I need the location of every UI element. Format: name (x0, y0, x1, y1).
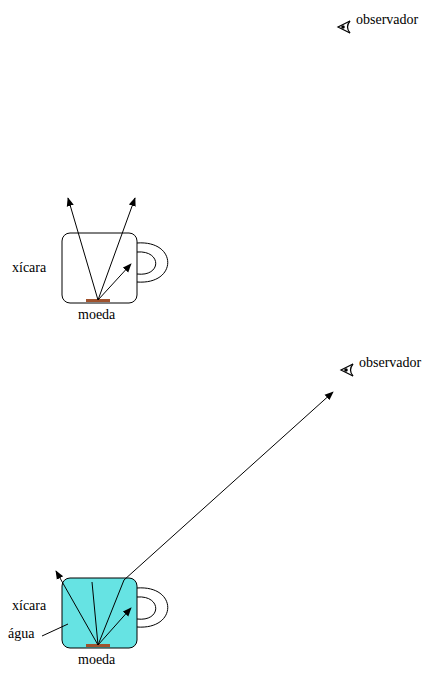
light-rays (56, 392, 333, 645)
eye-icon (338, 21, 350, 33)
cup-label: xícara (12, 260, 46, 276)
coin-label: moeda (78, 307, 115, 323)
water-label: água (8, 626, 34, 642)
cup (62, 233, 168, 303)
light-rays (68, 198, 135, 300)
coin-label: moeda (78, 652, 115, 668)
cup-with-water (62, 578, 168, 648)
observer-label: observador (356, 12, 418, 28)
eye-icon (341, 364, 353, 376)
observer-label: observador (359, 355, 421, 371)
leader-line (42, 624, 68, 636)
cup-label: xícara (12, 598, 46, 614)
